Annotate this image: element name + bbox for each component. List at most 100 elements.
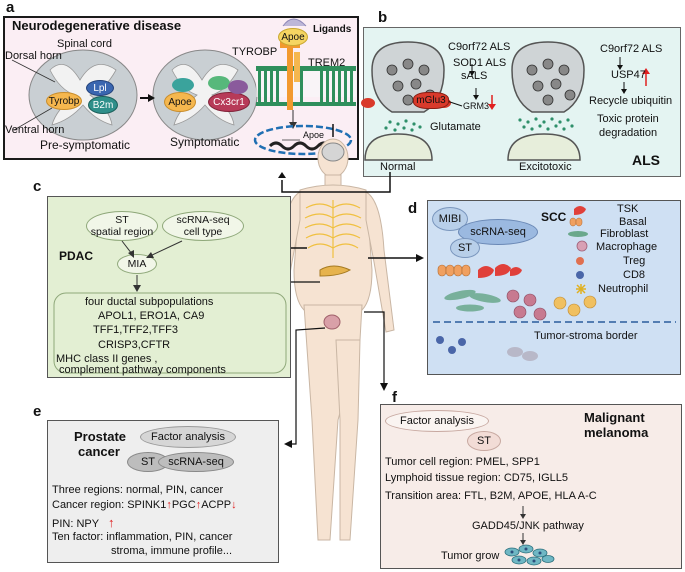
- apoe-dna-label: Apoe: [303, 130, 325, 140]
- melanoma-line-4: GADD45/JNK pathway: [472, 520, 584, 532]
- toxic-protein-2: degradation: [599, 127, 658, 139]
- panel-e-label: e: [33, 403, 42, 420]
- usp47: USP47: [611, 69, 646, 81]
- sals: sALS: [461, 70, 488, 82]
- factor-analysis-node-e: Factor analysis: [140, 426, 236, 448]
- symptomatic-label: Symptomatic: [170, 135, 240, 149]
- scrna-label-d: scRNA-seq: [470, 226, 526, 238]
- lpl-label: Lpl: [93, 82, 107, 94]
- tyrobp-receptor-label: TYROBP: [232, 46, 278, 58]
- mia-node: MIA: [117, 254, 157, 274]
- melanoma-line-5: Tumor grow: [441, 550, 500, 562]
- prostate-line-4: Ten factor: inflammation, PIN, cancer: [52, 531, 233, 543]
- b2m-cell: B2m: [88, 96, 118, 114]
- excitotoxic-label: Excitotoxic: [519, 161, 572, 173]
- c9orf72-als-right: C9orf72 ALS: [600, 43, 663, 55]
- apoe-ligand: Apoe: [278, 28, 308, 46]
- panel-f-label: f: [392, 389, 397, 406]
- down-arrow-acpp: ↓: [231, 499, 237, 511]
- cx3cr1-cell: Cx3cr1: [208, 92, 250, 112]
- legend-tsk: TSK: [617, 203, 639, 215]
- spink1-text: Cancer region: SPINK1: [52, 499, 167, 511]
- legend-basal: Basal: [619, 216, 647, 228]
- apoe-cell: Apoe: [164, 92, 196, 112]
- prostate-line-1: Three regions: normal, PIN, cancer: [52, 484, 224, 496]
- st-spatial-region-node: ST spatial region: [86, 211, 158, 241]
- toxic-protein-1: Toxic protein: [597, 113, 659, 125]
- scrna-node-e: scRNA-seq: [158, 452, 234, 472]
- melanoma-title-2: melanoma: [584, 425, 649, 440]
- pdac-line-6: complement pathway components: [59, 364, 226, 376]
- melanoma-line-1: Tumor cell region: PMEL, SPP1: [385, 456, 540, 468]
- legend-treg: Treg: [623, 255, 646, 267]
- factor-analysis-node-f: Factor analysis: [385, 410, 489, 432]
- tumor-stroma-border: Tumor-stroma border: [534, 330, 638, 342]
- melanoma-line-3: Transition area: FTL, B2M, APOE, HLA A-C: [385, 490, 597, 502]
- prostate-title-2: cancer: [78, 444, 120, 459]
- scrna-node-d: scRNA-seq: [458, 219, 538, 245]
- spatial-region-label: spatial region: [90, 226, 154, 238]
- cell-blob-purple: [228, 80, 248, 94]
- mglu3-label: mGlu3: [416, 95, 446, 106]
- cx3cr1-label: Cx3cr1: [213, 96, 245, 108]
- legend-neutrophil: Neutrophil: [598, 283, 649, 295]
- cell-blob-green: [208, 76, 230, 90]
- st-label-f: ST: [476, 435, 492, 447]
- c9orf72-als-left: C9orf72 ALS: [448, 41, 511, 53]
- melanoma-line-2: Lymphoid tissue region: CD75, IGLL5: [385, 472, 569, 484]
- cell-type-label: cell type: [183, 226, 223, 238]
- lpl-cell: Lpl: [86, 80, 114, 96]
- panel-d-label: d: [408, 200, 418, 217]
- pdac-line-5: MHC class II genes ,: [56, 353, 158, 365]
- factor-analysis-label-e: Factor analysis: [151, 431, 225, 443]
- pdac-label: PDAC: [59, 249, 94, 263]
- pdac-line-2: APOL1, ERO1A, CA9: [98, 310, 205, 322]
- st-label: ST: [115, 214, 129, 226]
- scrna-cell-type-node: scRNA-seq cell type: [162, 211, 244, 241]
- ventral-horn-label: Ventral horn: [5, 124, 65, 136]
- st-label-e: ST: [140, 456, 156, 468]
- melanoma-title-1: Malignant: [584, 410, 645, 425]
- grm3: GRM3: [463, 101, 490, 111]
- tyrobp-label: Tyrobp: [48, 95, 80, 107]
- factor-analysis-label-f: Factor analysis: [400, 415, 474, 427]
- st-label-d: ST: [457, 242, 473, 254]
- glutamate-label: Glutamate: [430, 121, 481, 133]
- cell-blob-teal: [172, 78, 194, 92]
- mglu3-receptor: mGlu3: [413, 92, 449, 109]
- recycle-ubiquitin: Recycle ubiquitin: [589, 95, 673, 107]
- pgc-text: PGC: [171, 499, 196, 511]
- b2m-label: B2m: [92, 99, 114, 111]
- als-label: ALS: [632, 152, 660, 168]
- prostate-line-5: stroma, immune profile...: [111, 545, 233, 557]
- npy-text: PIN: NPY: [52, 518, 99, 530]
- mia-label: MIA: [127, 258, 147, 270]
- st-node-d: ST: [450, 238, 480, 258]
- acpp-text: ACPP: [201, 499, 232, 511]
- st-node-f: ST: [467, 431, 501, 451]
- prostate-line-2: Cancer region: SPINK1↑PGC↑ACPP↓: [52, 499, 237, 511]
- up-arrow-npy: ↑: [107, 515, 115, 530]
- mibi-node: MIBI: [432, 207, 468, 231]
- pre-symptomatic-label: Pre-symptomatic: [40, 138, 131, 152]
- panel-c-label: c: [33, 178, 42, 195]
- pdac-line-4: CRISP3,CFTR: [98, 339, 171, 351]
- dorsal-horn-label: Dorsal horn: [5, 50, 62, 62]
- mibi-label: MIBI: [438, 213, 462, 225]
- scrna-label: scRNA-seq: [176, 214, 230, 226]
- ligands-label: Ligands: [313, 24, 352, 35]
- up-arrow-spink1: ↑: [166, 499, 172, 511]
- apoe-cell-label: Apoe: [168, 96, 192, 108]
- trem2-label: TREM2: [308, 57, 346, 69]
- legend-cd8: CD8: [623, 269, 646, 281]
- pdac-line-1: four ductal subpopulations: [85, 296, 214, 308]
- scrna-label-e: scRNA-seq: [168, 456, 224, 468]
- normal-label: Normal: [380, 161, 416, 173]
- spinal-cord-label: Spinal cord: [57, 38, 113, 50]
- sod1-als: SOD1 ALS: [453, 57, 507, 69]
- tyrobp-cell: Tyrobp: [46, 92, 82, 110]
- panel-a-label: a: [6, 0, 15, 16]
- apoe-ligand-label: Apoe: [281, 31, 305, 43]
- pdac-line-3: TFF1,TFF2,TFF3: [93, 324, 178, 336]
- prostate-line-3: PIN: NPY ↑: [52, 515, 114, 530]
